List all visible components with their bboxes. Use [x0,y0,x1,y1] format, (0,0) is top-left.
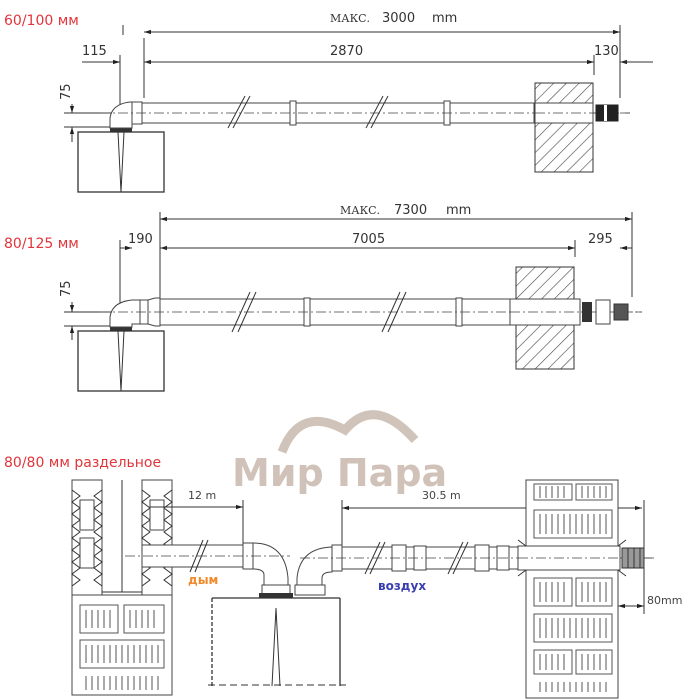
watermark-arc-icon [277,410,419,454]
chimney-wall [71,479,173,696]
offset-left-value: 115 [82,44,107,59]
boiler-unit [271,607,281,687]
watermark-logo: Мир Пара [232,410,447,495]
section-80-125: 80/125 мм МАКС. 7300 mm 190 7005 295 75 [4,203,642,392]
max-total-value: 3000 [382,11,415,26]
section-title: 60/100 мм [4,13,79,29]
break-symbol [365,95,389,129]
max-prefix: МАКС. [340,204,380,217]
air-length-value: 30.5 m [422,489,461,502]
wall-section [534,82,594,173]
section-title: 80/80 мм раздельное [4,455,161,471]
section-80-80-separate: 80/80 мм раздельное 12 m 30.5 m [4,455,682,699]
terminal-protrusion-value: 295 [588,232,613,247]
break-symbol [227,95,251,129]
pipe-length-value: 7005 [352,232,385,247]
vertical-offset-value: 75 [59,280,74,297]
terminal-cap [621,547,645,569]
terminal-protrusion-value: 80mm [647,594,682,607]
air-label: воздух [378,579,426,593]
terminal-cap [613,303,629,321]
elbow-fitting [109,299,141,328]
max-total-value: 7300 [394,203,427,218]
vertical-offset-value: 75 [59,83,74,100]
pipe-length-value: 2870 [330,44,363,59]
break-symbol [447,541,469,575]
offset-left-value: 190 [128,232,153,247]
section-60-100: 60/100 мм МАКС. 3000 mm 115 2870 130 75 [4,11,653,193]
terminal-protrusion-value: 130 [594,44,619,59]
max-unit: mm [432,11,457,26]
section-title: 80/125 мм [4,236,79,252]
terminal-grille [582,302,592,322]
max-unit: mm [446,203,471,218]
flue-label: дым [188,573,218,587]
air-elbow [296,546,333,586]
brick-wall [517,479,655,699]
flue-elbow [252,542,289,586]
watermark-text: Мир Пара [232,451,447,495]
flue-length-value: 12 m [188,489,216,502]
max-prefix: МАКС. [330,12,370,25]
